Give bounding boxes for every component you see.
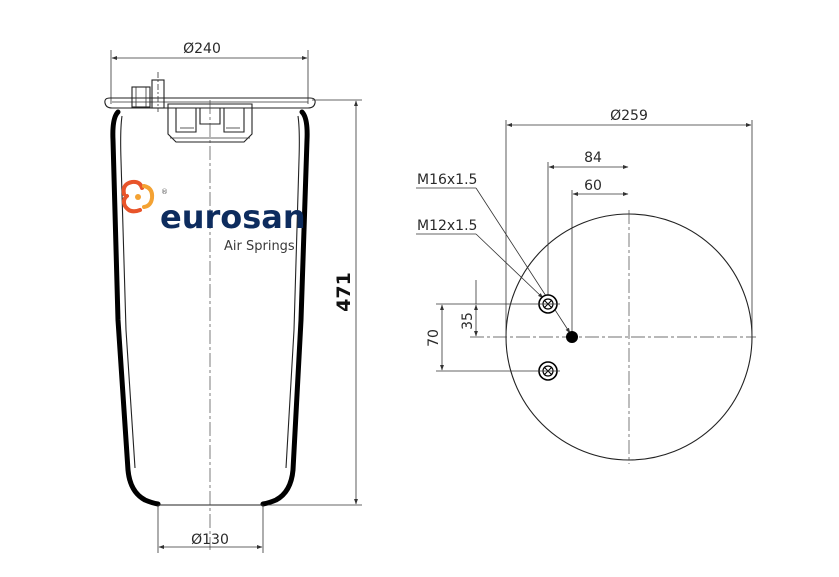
dim-height: 471	[268, 99, 362, 506]
brand-logo: ® eurosan Air Springs	[121, 179, 306, 254]
registered-mark: ®	[161, 188, 168, 196]
dim-plate-diameter: Ø259	[505, 108, 753, 337]
offset-large-label: 84	[584, 150, 602, 166]
dim-spacing-half: 35	[460, 280, 478, 337]
swirl-icon	[121, 179, 155, 214]
dim-spacing-full: 70	[426, 303, 468, 371]
top-diameter-label: Ø240	[183, 41, 221, 57]
height-label: 471	[333, 272, 355, 312]
top-view: Ø259 84 60 M16x1.5 M12x1.5	[416, 108, 756, 464]
thread-small-label: M12x1.5	[417, 218, 477, 234]
spacing-full-label: 70	[426, 329, 442, 347]
dim-offset-large: 84	[547, 150, 629, 300]
thread-large-label: M16x1.5	[417, 172, 477, 188]
bellows-body	[110, 109, 310, 507]
brand-tagline: Air Springs	[224, 239, 295, 254]
plate-diameter-label: Ø259	[610, 108, 648, 124]
air-inlet-hole	[566, 331, 578, 343]
dim-bottom-diameter: Ø130	[157, 505, 264, 553]
offset-small-label: 60	[584, 178, 602, 194]
spacing-half-label: 35	[460, 312, 476, 330]
dim-top-diameter: Ø240	[110, 41, 309, 104]
side-view: Ø240	[104, 41, 362, 553]
bottom-diameter-label: Ø130	[191, 532, 229, 548]
dim-offset-small: 60	[571, 178, 629, 336]
brand-name: eurosan	[160, 198, 306, 236]
thread-small-callout: M12x1.5	[416, 218, 544, 299]
